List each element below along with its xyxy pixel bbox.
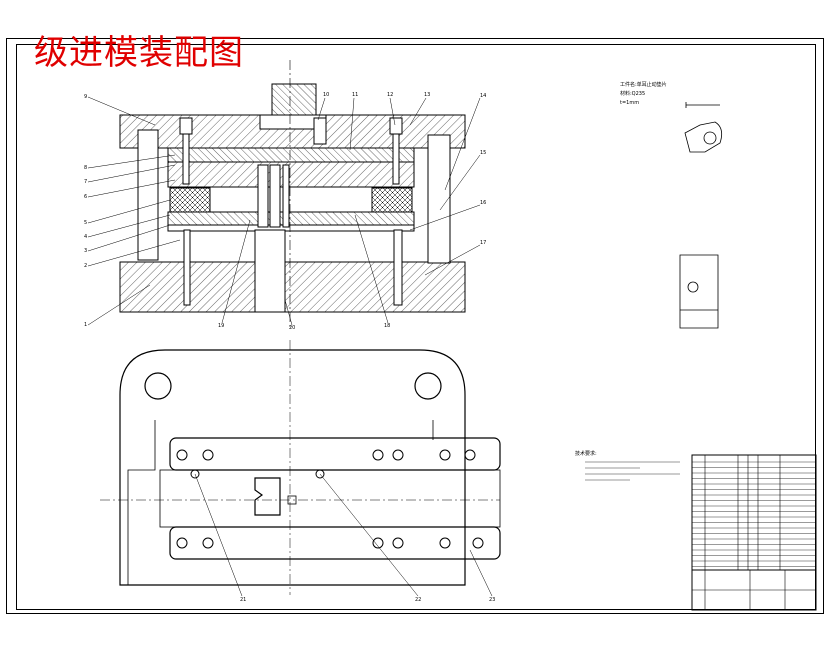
stripper-spring-block <box>169 187 211 213</box>
part-number: 12 <box>387 92 393 98</box>
part-number: 8 <box>84 165 87 171</box>
parts-list-rows <box>692 461 816 567</box>
plan-view <box>100 340 501 595</box>
part-note: 工件名:单耳止动垫片 材料:Q235 t=1mm <box>620 81 667 106</box>
stripper-plate <box>167 211 415 226</box>
part-number: 1 <box>84 322 87 328</box>
drawing-title: 级进模装配图 <box>34 33 244 73</box>
part-number: 22 <box>415 597 421 603</box>
part-number: 16 <box>480 200 486 206</box>
plan-leaders <box>194 473 493 597</box>
part-number: 15 <box>480 150 486 156</box>
part-number: 6 <box>84 194 87 200</box>
part-number: 18 <box>384 323 390 329</box>
section-view <box>119 60 466 330</box>
part-number: 3 <box>84 248 87 254</box>
material-note: 材料:Q235 <box>620 90 645 97</box>
cavity <box>254 477 281 516</box>
part-number: 13 <box>424 92 430 98</box>
part-number: 7 <box>84 179 87 185</box>
screw <box>179 117 193 135</box>
outer-border <box>6 38 824 614</box>
part-number: 20 <box>289 325 295 331</box>
part-number: 4 <box>84 234 87 240</box>
part-number: 17 <box>480 240 486 246</box>
plan-bolts <box>176 449 484 549</box>
part-labels-right: 10 11 12 13 14 15 16 17 18 19 20 <box>218 92 486 331</box>
part-number: 2 <box>84 263 87 269</box>
thickness-note: t=1mm <box>620 100 639 106</box>
part-number: 5 <box>84 220 87 226</box>
tech-requirements-heading: 技术要求: <box>575 450 597 457</box>
strip <box>159 469 501 528</box>
leaders-right <box>221 97 481 326</box>
part-number: 9 <box>84 94 87 100</box>
part-name-note: 工件名:单耳止动垫片 <box>620 81 667 88</box>
part-number: 23 <box>489 597 495 603</box>
part-number: 19 <box>218 323 224 329</box>
guide-hole-left <box>144 372 172 400</box>
parts-list-table <box>691 454 817 611</box>
backing-plate <box>167 147 415 163</box>
guide-pillar-right <box>427 134 451 264</box>
guide-pillar-left <box>137 129 159 261</box>
part-number: 14 <box>480 93 486 99</box>
workpiece-views <box>679 102 723 329</box>
plan-labels: 21 22 23 <box>240 597 495 603</box>
drawing-frame <box>16 44 816 610</box>
guide-rail-top <box>169 437 501 471</box>
punch <box>257 164 269 228</box>
tech-requirements-lines <box>585 461 680 481</box>
part-number: 10 <box>323 92 329 98</box>
guide-hole-right <box>414 372 442 400</box>
punch-plate <box>167 161 415 188</box>
lower-die-plate <box>119 261 466 313</box>
part-number: 11 <box>352 92 358 98</box>
part-number: 21 <box>240 597 246 603</box>
die-plate <box>167 224 415 232</box>
die-base-outline <box>119 349 466 586</box>
part-labels-left: 9 8 7 6 5 4 3 2 1 <box>84 94 87 328</box>
leaders-left <box>87 96 181 326</box>
